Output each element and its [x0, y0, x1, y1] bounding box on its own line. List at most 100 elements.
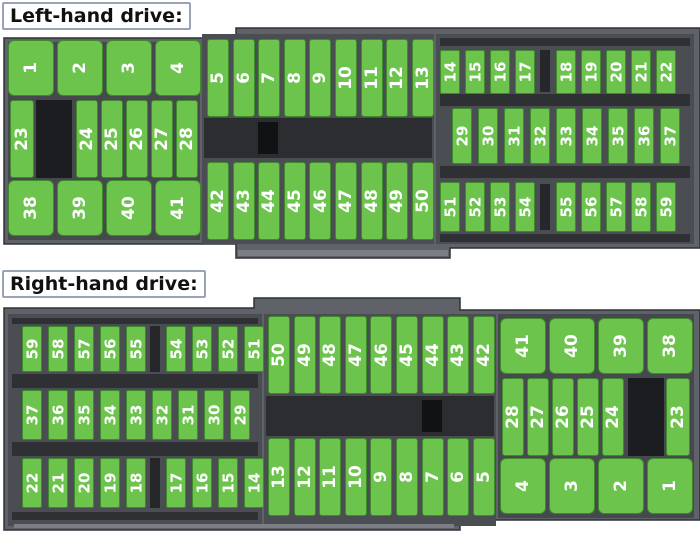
left-hand-drive-fuse-40: 40 — [106, 180, 152, 236]
right-hand-drive-fuse-59: 59 — [22, 326, 42, 372]
fuse-number: 17 — [167, 472, 185, 494]
right-hand-drive-fuse-42: 42 — [472, 316, 495, 394]
right-hand-drive-fuse-32: 32 — [152, 390, 172, 440]
right-hand-drive-fuse-7: 7 — [421, 438, 444, 516]
right-hand-drive-fuse-21: 21 — [48, 458, 68, 508]
fuse-number: 58 — [49, 338, 67, 360]
lhd-title: Left-hand drive: — [2, 2, 191, 30]
fuse-number: 45 — [397, 343, 418, 367]
fuse-number: 49 — [294, 343, 315, 367]
fuse-number: 59 — [23, 338, 41, 360]
fuse-number: 4 — [513, 480, 533, 492]
fuse-number: 45 — [284, 189, 305, 213]
fuse-number: 2 — [70, 62, 90, 74]
left-hand-drive-fuse-31: 31 — [504, 108, 524, 164]
fuse-number: 10 — [336, 66, 357, 90]
fuse-number: 3 — [562, 480, 582, 492]
left-hand-drive-fuse-29: 29 — [452, 108, 472, 164]
fuse-number: 14 — [245, 472, 263, 494]
left-hand-drive-fuse-48: 48 — [360, 162, 383, 240]
right-hand-drive-fuse-46: 46 — [370, 316, 393, 394]
fuse-number: 25 — [578, 405, 599, 429]
right-hand-drive-fuse-44: 44 — [421, 316, 444, 394]
fuse-number: 29 — [231, 404, 249, 426]
fuse-number: 1 — [21, 62, 41, 74]
fuse-number: 9 — [371, 471, 392, 483]
fuse-number: 21 — [632, 61, 650, 83]
left-hand-drive-fuse-10: 10 — [335, 39, 357, 117]
fuse-number: 6 — [448, 471, 469, 483]
left-hand-drive-fuse-55: 55 — [556, 182, 576, 232]
fuse-number: 40 — [118, 196, 139, 220]
right-hand-drive-fuse-53: 53 — [192, 326, 212, 372]
fuse-number: 54 — [167, 338, 185, 360]
fuse-number: 27 — [152, 127, 173, 151]
fuse-number: 48 — [320, 343, 341, 367]
left-hand-drive-fuse-7: 7 — [258, 39, 281, 117]
fuse-number: 57 — [607, 196, 625, 218]
fuse-number: 8 — [397, 471, 417, 483]
left-hand-drive-fuse-9: 9 — [309, 39, 332, 117]
right-hand-drive-fuse-54: 54 — [166, 326, 186, 372]
left-hand-drive-fuse-14: 14 — [440, 50, 460, 94]
fuse-number: 16 — [193, 472, 211, 494]
left-hand-drive-fuse-45: 45 — [283, 162, 306, 240]
left-hand-drive-fuse-27: 27 — [151, 100, 173, 178]
fuse-number: 11 — [320, 465, 341, 489]
fuse-number: 13 — [269, 465, 290, 489]
fuse-number: 56 — [582, 196, 600, 218]
right-hand-drive-fuse-49: 49 — [293, 316, 316, 394]
fuse-number: 41 — [167, 196, 188, 220]
left-hand-drive-fuse-34: 34 — [582, 108, 602, 164]
right-hand-drive-fuse-26: 26 — [552, 378, 574, 456]
right-hand-drive-fuse-8: 8 — [396, 438, 418, 516]
left-hand-drive-fuse-12: 12 — [386, 39, 409, 117]
right-hand-drive-fuse-40: 40 — [549, 318, 595, 374]
fuse-number: 53 — [491, 196, 509, 218]
right-hand-drive-fuse-16: 16 — [192, 458, 212, 508]
left-hand-drive-fuse-51: 51 — [440, 182, 460, 232]
left-hand-drive-fuse-24: 24 — [76, 100, 98, 178]
fuse-number: 12 — [387, 66, 408, 90]
right-hand-drive-fuse-22: 22 — [22, 458, 42, 508]
fuse-number: 44 — [259, 189, 280, 213]
fuse-number: 52 — [466, 196, 484, 218]
rhd-title: Right-hand drive: — [2, 270, 206, 298]
fuse-number: 23 — [668, 405, 689, 429]
left-hand-drive-fuse-56: 56 — [581, 182, 601, 232]
fuse-number: 56 — [101, 338, 119, 360]
fuse-number: 54 — [516, 196, 534, 218]
fuse-number: 32 — [153, 404, 171, 426]
fuse-number: 47 — [336, 189, 357, 213]
right-hand-drive-fuse-18: 18 — [126, 458, 146, 508]
fuse-number: 24 — [77, 127, 98, 151]
fuse-number: 12 — [294, 465, 315, 489]
left-hand-drive-fuse-41: 41 — [155, 180, 201, 236]
fuse-number: 26 — [127, 127, 148, 151]
right-hand-drive-fuse-35: 35 — [74, 390, 94, 440]
right-hand-drive-fuse-6: 6 — [447, 438, 470, 516]
left-hand-drive-fuse-25: 25 — [101, 100, 123, 178]
left-hand-drive-fuse-19: 19 — [581, 50, 601, 94]
fuse-number: 31 — [179, 404, 197, 426]
left-hand-drive-fuse-1: 1 — [8, 40, 54, 96]
fuse-number: 55 — [127, 338, 145, 360]
left-hand-drive-fuse-44: 44 — [258, 162, 281, 240]
left-hand-drive-fuse-52: 52 — [465, 182, 485, 232]
fuse-number: 24 — [603, 405, 624, 429]
fuse-number: 29 — [453, 125, 471, 147]
left-hand-drive-fuse-54: 54 — [515, 182, 535, 232]
right-hand-drive-fuse-10: 10 — [344, 438, 367, 516]
fuse-number: 17 — [516, 61, 534, 83]
fuse-number: 26 — [553, 405, 574, 429]
left-hand-drive-fuse-35: 35 — [608, 108, 628, 164]
left-hand-drive-fuse-33: 33 — [556, 108, 576, 164]
fuse-number: 51 — [441, 196, 459, 218]
fuse-number: 34 — [583, 125, 601, 147]
fuse-number: 41 — [512, 334, 533, 358]
left-hand-drive-fuse-49: 49 — [386, 162, 409, 240]
right-hand-drive-fuse-57: 57 — [74, 326, 94, 372]
fuse-number: 22 — [657, 61, 675, 83]
right-hand-drive-fuse-11: 11 — [319, 438, 342, 516]
